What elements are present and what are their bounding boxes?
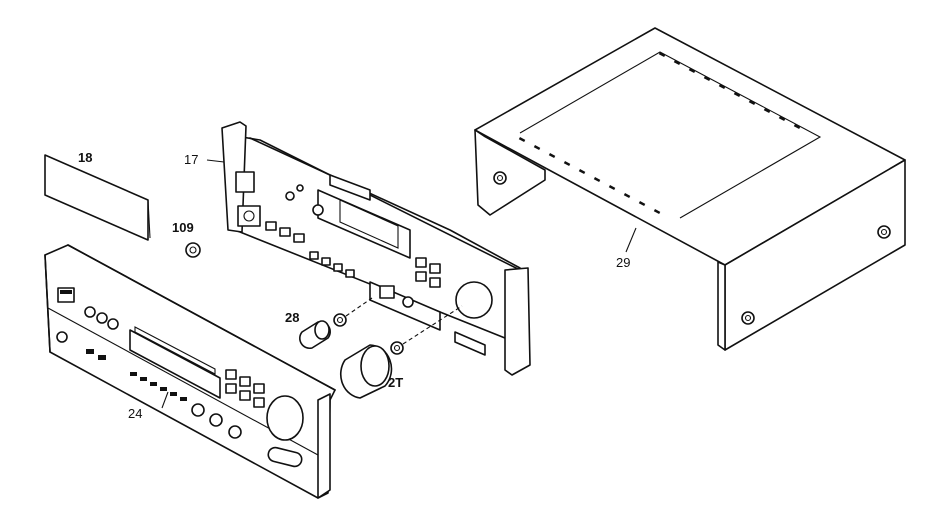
- knob-part-2t: [339, 305, 463, 399]
- window-part-18: [44, 154, 151, 241]
- label-109: 109: [172, 220, 194, 235]
- label-18: 18: [78, 150, 92, 165]
- volume-opening-icon: [266, 395, 304, 441]
- nut-icon: [390, 341, 404, 355]
- label-24: 24: [128, 406, 142, 421]
- label-28: 28: [285, 310, 299, 325]
- volume-opening-icon: [455, 281, 493, 319]
- label-29: 29: [616, 255, 630, 270]
- chassis-part-17: [206, 121, 531, 376]
- front-panel-part-24: [44, 244, 336, 499]
- headphone-jack-icon: [56, 331, 68, 343]
- label-17: 17: [184, 152, 198, 167]
- cover-screw-icon: [493, 171, 507, 185]
- selector-slot-icon: [267, 446, 303, 468]
- small-knob-icon: [185, 242, 201, 258]
- cover-part-29: [474, 27, 906, 351]
- power-switch-icon: [235, 171, 255, 193]
- cover-screw-icon: [877, 225, 891, 239]
- knob-part-28: [299, 297, 373, 350]
- cover-screw-icon: [741, 311, 755, 325]
- label-2t: 2T: [388, 375, 403, 390]
- headphone-jack-icon: [237, 205, 261, 227]
- knob-part-109: [185, 242, 201, 258]
- nut-icon: [333, 313, 347, 327]
